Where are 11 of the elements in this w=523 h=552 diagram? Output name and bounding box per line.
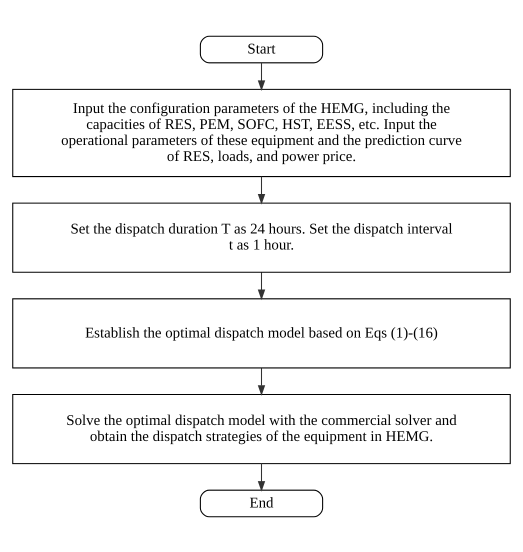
node-box: Solve the optimal dispatch model with the commercial solver and obtain the dispatch strategies of the equipment in HEMG. xyxy=(12,393,511,464)
node-box: End xyxy=(200,489,324,517)
node-box: Start xyxy=(200,35,324,63)
arrow xyxy=(258,368,266,396)
arrow xyxy=(258,176,266,204)
node-box: Set the dispatch duration T as 24 hours. Set the dispatch interval t as 1 hour. xyxy=(12,202,511,272)
arrow xyxy=(258,463,266,492)
arrow xyxy=(258,62,266,90)
node-box: Input the configuration parameters of the HEMG, including the capacities of RES, PEM, SOFC, HST, EESS, etc. Input the operational parameters of these equipment and the prediction curve of RES, loads, and power price. xyxy=(12,88,511,177)
arrow xyxy=(258,272,266,300)
node-box: Establish the optimal dispatch model based on Eqs (1)-(16) xyxy=(12,298,511,368)
